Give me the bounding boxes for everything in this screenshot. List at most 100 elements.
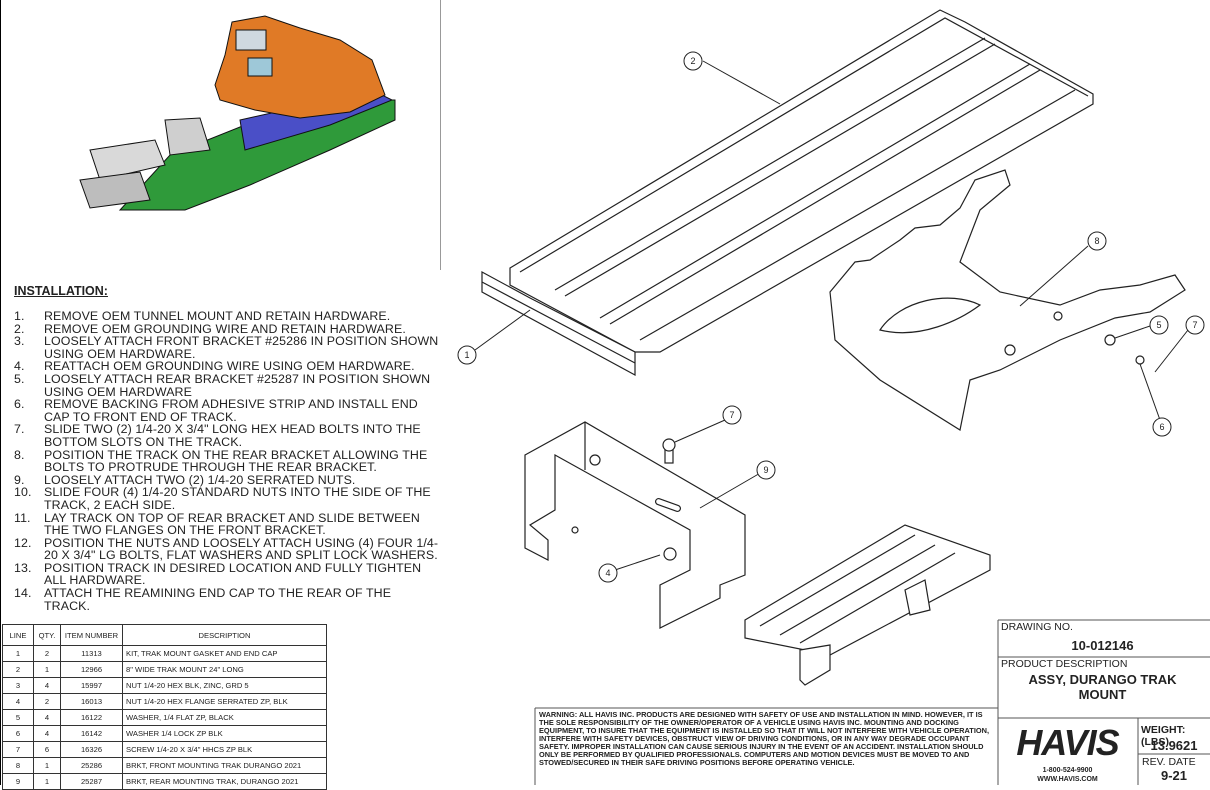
- step-text: LOOSELY ATTACH TWO (2) 1/4-20 SERRATED N…: [44, 472, 356, 487]
- step-text: REMOVE OEM GROUNDING WIRE AND RETAIN HAR…: [44, 321, 406, 336]
- bom-qty: 2: [33, 645, 61, 662]
- step-number: 10.: [14, 485, 32, 500]
- bom-line: 4: [2, 693, 34, 710]
- bom-header-item-number: ITEM NUMBER: [60, 624, 123, 646]
- step-number: 14.: [14, 586, 32, 601]
- balloon-2-label: 2: [690, 56, 695, 66]
- balloon-7-right-label: 7: [1192, 320, 1197, 330]
- balloon-7-right: [1185, 315, 1205, 335]
- website: WWW.HAVIS.COM: [1037, 776, 1098, 783]
- step-number: 5.: [14, 371, 25, 386]
- bom-description: BRKT, FRONT MOUNTING TRAK DURANGO 2021: [122, 757, 327, 774]
- step-number: 6.: [14, 397, 25, 412]
- bom-qty: 2: [33, 693, 61, 710]
- installation-step: 8.POSITION THE TRACK ON THE REAR BRACKET…: [14, 447, 439, 474]
- bom-line: 3: [2, 677, 34, 694]
- bom-qty: 1: [33, 757, 61, 774]
- balloon-9-label: 9: [763, 465, 768, 475]
- bom-item-number: 25287: [60, 773, 123, 790]
- bom-line: 8: [2, 757, 34, 774]
- step-text: ATTACH THE REAMINING END CAP TO THE REAR…: [44, 586, 392, 613]
- balloon-1-label: 1: [464, 350, 469, 360]
- balloon-7-left-label: 7: [729, 410, 734, 420]
- step-number: 8.: [14, 447, 25, 462]
- balloon-6-label: 6: [1159, 422, 1164, 432]
- installation-step: 3. LOOSELY ATTACH FRONT BRACKET #25286 IN…: [14, 335, 439, 360]
- bom-description: NUT 1/4-20 HEX FLANGE SERRATED ZP, BLK: [122, 693, 327, 710]
- step-text: SLIDE FOUR (4) 1/4-20 STANDARD NUTS INTO…: [44, 485, 431, 512]
- installation-steps: 1. REMOVE OEM TUNNEL MOUNT AND RETAIN HAR…: [14, 310, 439, 612]
- bom-item-number: 12966: [60, 661, 123, 678]
- havis-logo: HAVIS: [1016, 722, 1119, 763]
- step-text: REMOVE OEM TUNNEL MOUNT AND RETAIN HARDW…: [44, 309, 391, 323]
- front-bracket-part: [829, 169, 1186, 431]
- step-number: 11.: [14, 510, 31, 525]
- step-number: 7.: [14, 422, 25, 437]
- step-number: 3.: [14, 334, 25, 349]
- center-divider: [440, 0, 441, 270]
- bom-description: 8" WIDE TRAK MOUNT 24" LONG: [122, 661, 327, 678]
- installation-step: 1. REMOVE OEM TUNNEL MOUNT AND RETAIN HAR…: [14, 310, 439, 323]
- drawing-no: 10-012146: [1071, 638, 1134, 653]
- installation-step: 10. SLIDE FOUR (4) 1/4-20 STANDARD NUTS I…: [14, 486, 439, 511]
- drawing-no-label: DRAWING NO.: [1001, 621, 1073, 633]
- bom-item-number: 16013: [60, 693, 123, 710]
- installation-step: 12. POSITION THE NUTS AND LOOSELY ATTACH …: [14, 535, 439, 563]
- bom-qty: 4: [33, 725, 61, 742]
- step-text: LOOSELY ATTACH REAR BRACKET #25287 IN PO…: [44, 371, 431, 399]
- track-part: [481, 9, 1094, 377]
- rear-bracket-part: [524, 421, 746, 629]
- title-block-frame: [534, 619, 1210, 785]
- bom-header-row: LINE QTY. ITEM NUMBER DESCRIPTION: [2, 624, 327, 646]
- bom-qty: 4: [33, 709, 61, 726]
- step-number: 13.: [14, 560, 32, 575]
- bom-line: 1: [2, 645, 34, 662]
- weight-label: WEIGHT: (LBS): [1141, 724, 1186, 748]
- bom-line: 5: [2, 709, 34, 726]
- balloon-6: [1152, 417, 1172, 437]
- step-number: 2.: [14, 321, 25, 336]
- installation-step: 7. SLIDE TWO (2) 1/4-20 X 3/4" LONG HEX H…: [14, 423, 439, 448]
- bom-description: SCREW 1/4-20 X 3/4" HHCS ZP BLK: [122, 741, 327, 758]
- bom-item-number: 15997: [60, 677, 123, 694]
- left-border: [0, 0, 1, 785]
- step-text: LOOSELY ATTACH FRONT BRACKET #25286 IN P…: [44, 334, 439, 361]
- installation-step: 6. REMOVE BACKING FROM ADHESIVE STRIP AND…: [14, 398, 439, 423]
- step-number: 12.: [14, 535, 32, 550]
- bom-header-description: DESCRIPTION: [122, 624, 327, 646]
- safety-warning: WARNING: ALL HAVIS INC. PRODUCTS ARE DES…: [539, 710, 990, 767]
- rev-date-label: REV. DATE: [1142, 756, 1196, 768]
- balloon-9: [756, 460, 776, 480]
- bom-qty: 4: [33, 677, 61, 694]
- step-text: SLIDE TWO (2) 1/4-20 X 3/4" LONG HEX HEA…: [44, 422, 421, 449]
- product-description-line2: MOUNT: [1078, 687, 1127, 702]
- step-text: REMOVE BACKING FROM ADHESIVE STRIP AND I…: [44, 397, 418, 424]
- bom-qty: 1: [33, 661, 61, 678]
- balloon-5: [1149, 315, 1169, 335]
- step-number: 1.: [14, 309, 25, 323]
- bom-item-number: 25286: [60, 757, 123, 774]
- balloon-7-left: [722, 405, 742, 425]
- weight-value: 13.9621: [1150, 738, 1198, 753]
- balloon-1: [457, 345, 477, 365]
- product-description-label: PRODUCT DESCRIPTION: [1001, 658, 1128, 670]
- step-text: POSITION THE NUTS AND LOOSELY ATTACH USI…: [44, 535, 439, 563]
- bom-description: NUT 1/4-20 HEX BLK, ZINC, GRD 5: [122, 677, 327, 694]
- bom-line: 7: [2, 741, 34, 758]
- balloon-8: [1087, 231, 1107, 251]
- bom-item-number: 16122: [60, 709, 123, 726]
- bom-header-qty: QTY.: [33, 624, 61, 646]
- step-text: REATTACH OEM GROUNDING WIRE USING OEM HA…: [44, 359, 415, 374]
- balloon-2: [683, 51, 703, 71]
- bom-description: BRKT, REAR MOUNTING TRAK, DURANGO 2021: [122, 773, 327, 790]
- bom-item-number: 11313: [60, 645, 123, 662]
- vehicle-console-illustration: [79, 15, 396, 211]
